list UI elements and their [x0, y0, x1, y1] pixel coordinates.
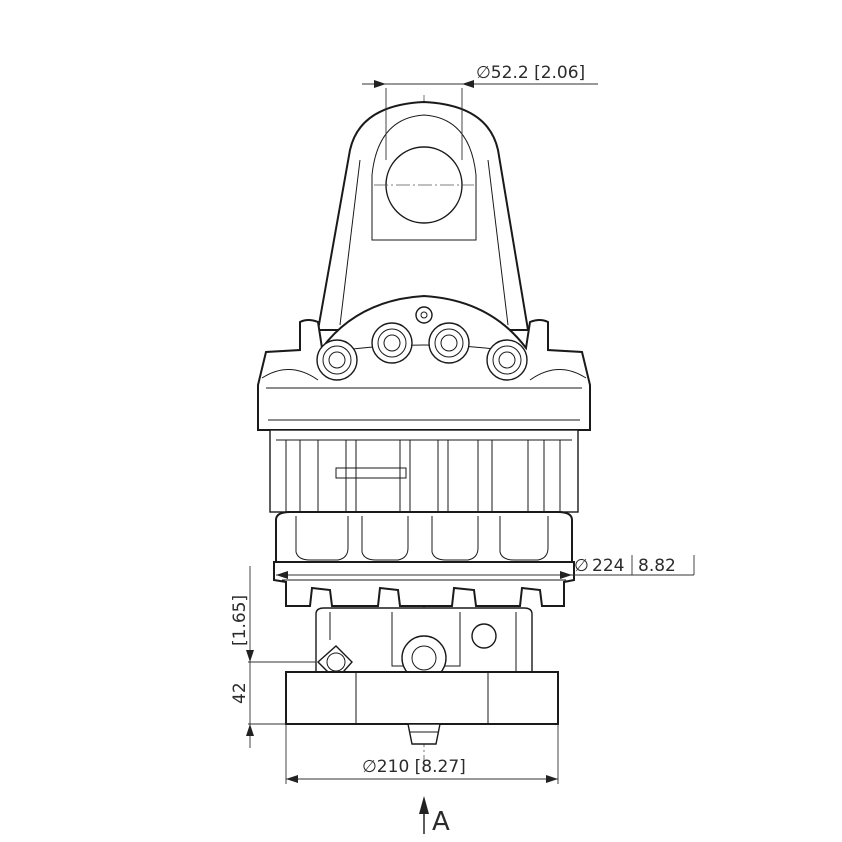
gear-housing	[275, 511, 573, 563]
pin-bore-dimension	[362, 80, 598, 160]
housing-diameter-inch: 8.82	[638, 556, 676, 576]
hydraulic-port-right-outer	[486, 339, 528, 381]
hydraulic-port-right-inner	[428, 322, 470, 364]
grease-nipple-top	[415, 306, 433, 324]
center-boss	[401, 635, 447, 681]
plug-fitting-right	[471, 623, 497, 649]
base-height-dimension	[246, 566, 316, 748]
hydraulic-port-left-inner	[371, 322, 413, 364]
base-flange	[285, 671, 559, 725]
upper-swivel-flange	[257, 294, 591, 431]
view-label: A	[432, 807, 450, 837]
base-diameter-label: ∅210 [8.27]	[362, 757, 466, 777]
rotator-body-columns	[269, 429, 579, 513]
housing-diameter-value: 224	[592, 556, 624, 576]
view-direction-arrow	[419, 796, 429, 834]
hydraulic-port-left-outer	[316, 339, 358, 381]
housing-diameter-symbol: ∅	[574, 556, 589, 576]
pin-bore-label: ∅52.2 [2.06]	[476, 63, 585, 83]
base-height-mm-label: 42	[230, 682, 250, 704]
lower-gear-ring	[273, 561, 575, 607]
bottom-grease-nipple	[407, 723, 441, 745]
base-diameter-dimension	[285, 724, 559, 784]
housing-diameter-dimension	[276, 555, 695, 579]
pin-bore-hole	[374, 146, 474, 224]
base-height-inch-label: [1.65]	[230, 595, 250, 646]
